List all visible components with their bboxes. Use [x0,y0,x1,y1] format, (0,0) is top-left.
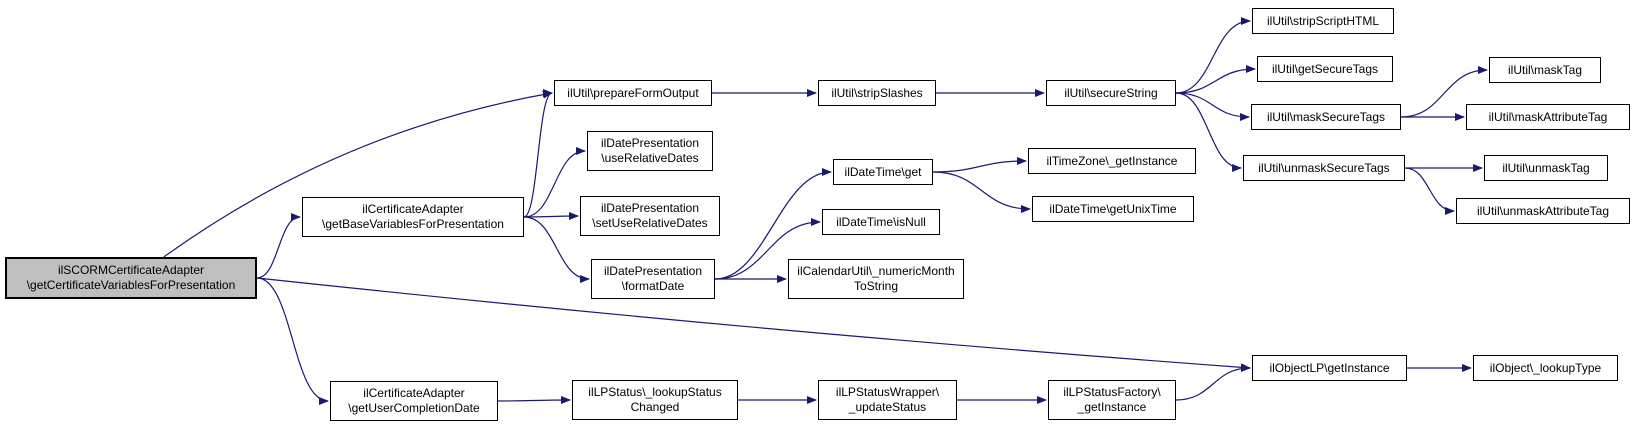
graph-node-get[interactable]: ilDateTime\get [833,159,933,185]
graph-node-getCertificateVariablesForPresentation: ilSCORMCertificateAdapter \getCertificat… [5,257,257,299]
graph-node-getSecureTags[interactable]: ilUtil\getSecureTags [1257,56,1393,82]
edge-secureString-to-stripScriptHTML [1175,17,1251,94]
graph-node-maskAttributeTag[interactable]: ilUtil\maskAttributeTag [1466,104,1630,130]
edge-formatDate-to-get [714,168,832,280]
edge-maskSecureTags-to-maskTag [1400,66,1488,118]
graph-node-getUserCompletionDate[interactable]: ilCertificateAdapter \getUserCompletionD… [330,381,498,421]
edge-secureString-to-getSecureTags [1175,65,1256,94]
edge-getCertificateVariablesForPresentation-to-prepareFormOutput [163,90,553,258]
edge-getCertificateVariablesForPresentation-to-getBaseVariablesForPresentation [256,213,301,279]
graph-node-lpStatusFactoryGetInstance[interactable]: ilLPStatusFactory\ _getInstance [1048,380,1176,420]
edge-lpStatusFactoryGetInstance-to-objectLPGetInstance [1175,364,1251,401]
edge-unmaskSecureTags-to-unmaskAttributeTag [1404,167,1455,215]
graph-node-isNull[interactable]: ilDateTime\isNull [822,209,940,235]
graph-node-unmaskTag[interactable]: ilUtil\unmaskTag [1484,155,1608,181]
graph-node-secureString[interactable]: ilUtil\secureString [1046,80,1176,106]
graph-node-getUnixTime[interactable]: ilDateTime\getUnixTime [1032,196,1194,222]
edge-getBaseVariablesForPresentation-to-setUseRelativeDates [523,212,579,221]
edge-secureString-to-maskSecureTags [1175,92,1250,121]
graph-node-formatDate[interactable]: ilDatePresentation \formatDate [591,259,715,299]
edge-getBaseVariablesForPresentation-to-formatDate [523,216,590,283]
graph-node-useRelativeDates[interactable]: ilDatePresentation \useRelativeDates [587,131,713,171]
graph-node-unmaskSecureTags[interactable]: ilUtil\unmaskSecureTags [1243,155,1405,181]
edge-getBaseVariablesForPresentation-to-useRelativeDates [523,147,586,218]
graph-node-stripSlashes[interactable]: ilUtil\stripSlashes [818,80,936,106]
edge-getBaseVariablesForPresentation-to-prepareFormOutput [523,89,553,218]
edge-get-to-getUnixTime [932,171,1031,213]
graph-node-maskSecureTags[interactable]: ilUtil\maskSecureTags [1251,104,1401,130]
edge-formatDate-to-isNull [714,218,821,280]
graph-node-updateStatus[interactable]: ilLPStatusWrapper\ _updateStatus [818,380,957,420]
graph-node-objectLPGetInstance[interactable]: ilObjectLP\getInstance [1252,355,1407,381]
edge-getCertificateVariablesForPresentation-to-getUserCompletionDate [256,277,329,405]
graph-node-prepareFormOutput[interactable]: ilUtil\prepareFormOutput [554,80,712,106]
graph-node-maskTag[interactable]: ilUtil\maskTag [1489,57,1601,83]
graph-node-lookupType[interactable]: ilObject\_lookupType [1473,355,1618,381]
graph-node-lookupStatusChanged[interactable]: ilLPStatus\_lookupStatus Changed [572,380,738,420]
edge-getUserCompletionDate-to-lookupStatusChanged [497,396,571,405]
graph-node-unmaskAttributeTag[interactable]: ilUtil\unmaskAttributeTag [1456,198,1630,224]
graph-node-timeZoneGetInstance[interactable]: ilTimeZone\_getInstance [1028,148,1196,174]
edge-getCertificateVariablesForPresentation-to-objectLPGetInstance [256,277,1251,372]
graph-node-getBaseVariablesForPresentation[interactable]: ilCertificateAdapter \getBaseVariablesFo… [302,197,524,237]
graph-node-numericMonthToString[interactable]: ilCalendarUtil\_numericMonth ToString [788,259,964,299]
edge-get-to-timeZoneGetInstance [932,157,1027,173]
graph-node-stripScriptHTML[interactable]: ilUtil\stripScriptHTML [1252,8,1394,34]
graph-node-setUseRelativeDates[interactable]: ilDatePresentation \setUseRelativeDates [580,196,720,236]
edges-group [163,17,1488,405]
edge-secureString-to-unmaskSecureTags [1175,92,1242,172]
